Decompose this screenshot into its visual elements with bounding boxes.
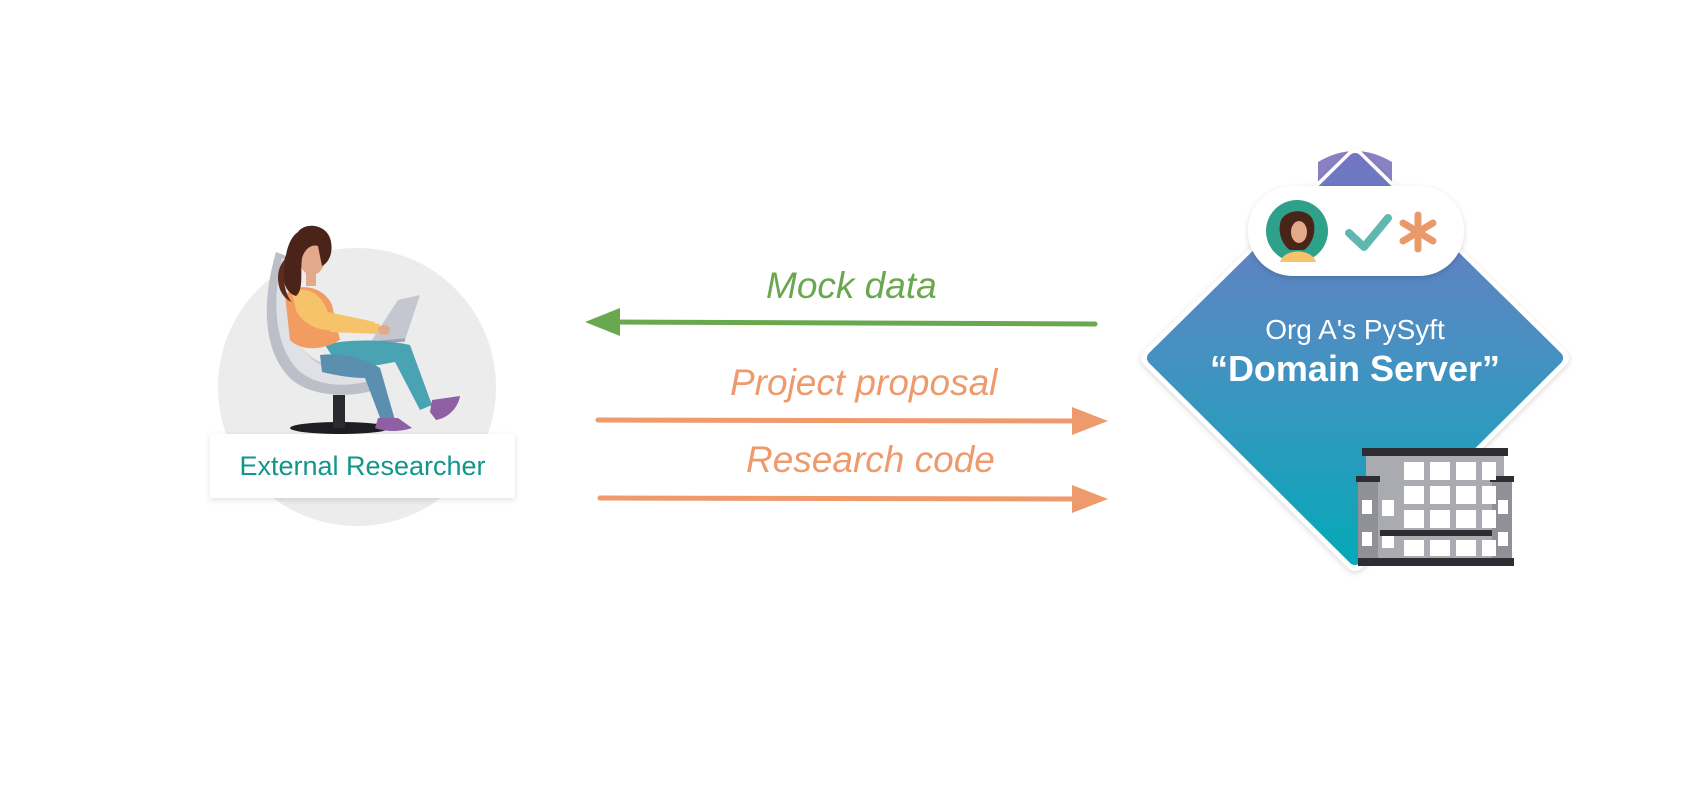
mock-data-label: Mock data xyxy=(766,265,937,306)
avatar-icon xyxy=(1262,196,1332,266)
project-proposal-label: Project proposal xyxy=(730,362,998,403)
research-code-label: Research code xyxy=(746,439,995,480)
domain-server-node xyxy=(1141,149,1569,571)
external-researcher-label: External Researcher xyxy=(210,434,515,498)
checkmark-icon xyxy=(1345,214,1392,251)
project-proposal-arrow xyxy=(595,407,1108,435)
building-icon xyxy=(1356,448,1514,566)
asterisk-icon xyxy=(1399,211,1437,253)
research-code-arrow xyxy=(597,485,1108,513)
server-subtitle: Org A's PySyft xyxy=(1265,314,1445,345)
server-title: “Domain Server” xyxy=(1209,348,1501,389)
mock-data-arrow xyxy=(585,308,1098,336)
